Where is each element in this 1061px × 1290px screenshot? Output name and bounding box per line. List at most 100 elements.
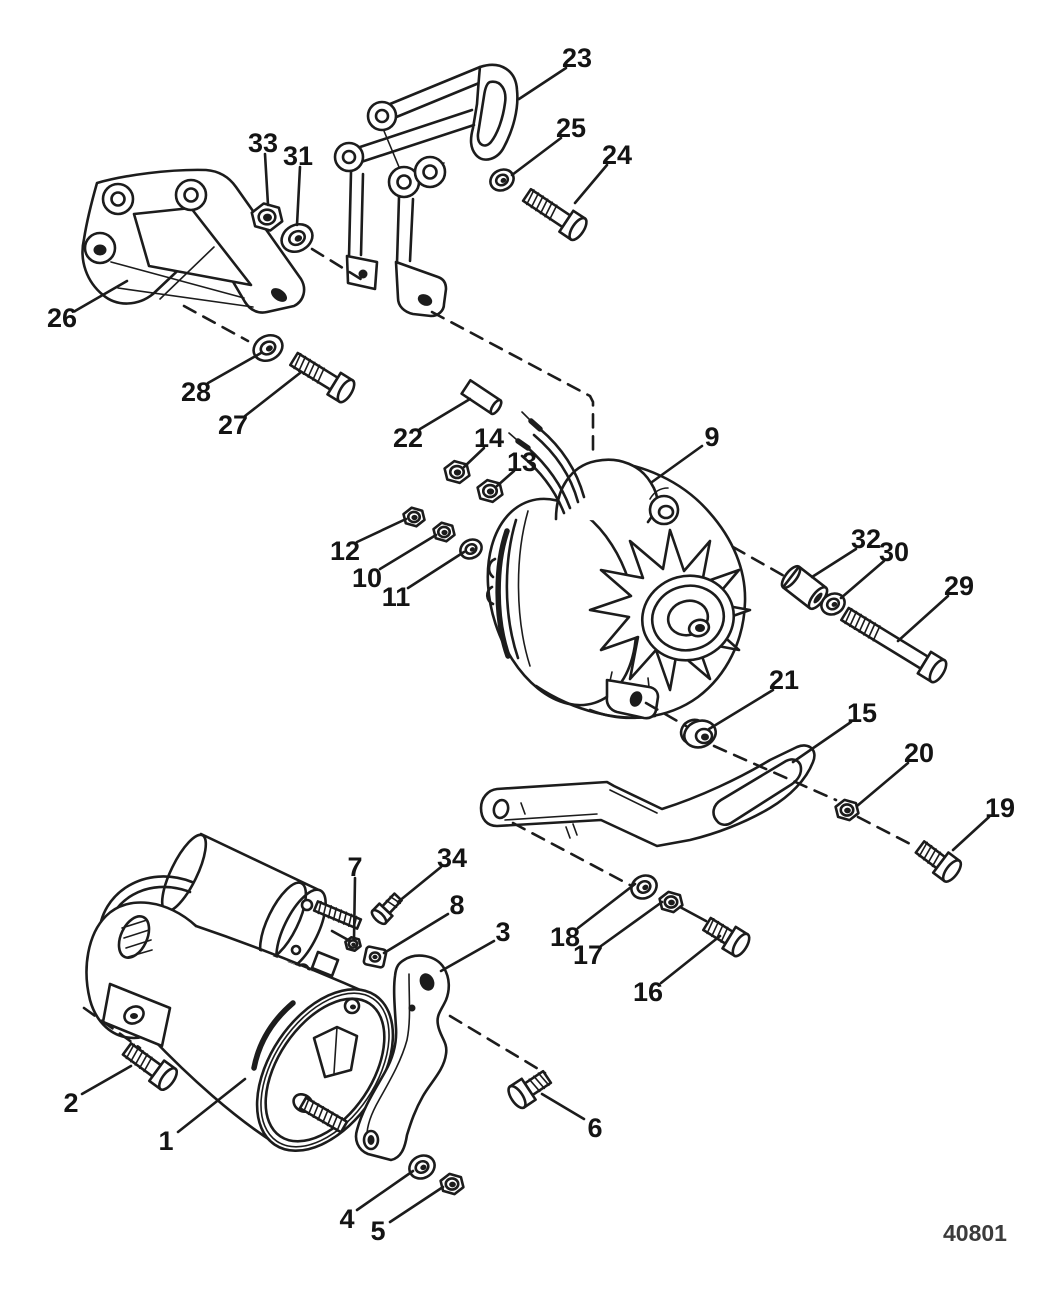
leader-line-12 bbox=[355, 517, 408, 544]
leader-line-16 bbox=[659, 934, 722, 985]
bracket-23-legs bbox=[347, 170, 415, 265]
brace-15-detail bbox=[504, 789, 658, 839]
leader-line-23 bbox=[517, 66, 568, 101]
callout-33: 33 bbox=[248, 128, 278, 158]
assembly-line-7 bbox=[856, 815, 918, 849]
bolt-29 bbox=[839, 606, 948, 684]
bolt-2 bbox=[121, 1042, 179, 1092]
assembly-line-5 bbox=[644, 701, 688, 728]
bracket-3-small-hole bbox=[408, 1004, 416, 1012]
starter-end-band bbox=[264, 997, 386, 1143]
leader-line-32 bbox=[810, 547, 858, 579]
callout-7: 7 bbox=[347, 852, 362, 882]
callout-14: 14 bbox=[474, 423, 504, 453]
washer-18 bbox=[630, 874, 658, 900]
callout-27: 27 bbox=[218, 410, 248, 440]
assembly-line-4 bbox=[731, 545, 788, 579]
alternator-rear-rib bbox=[517, 510, 531, 667]
starter-stud bbox=[298, 1096, 349, 1134]
callout-2: 2 bbox=[63, 1088, 78, 1118]
starter-face-shading bbox=[251, 1000, 296, 1071]
solenoid-terminal-base bbox=[300, 898, 314, 912]
starter-flange-hole-center bbox=[130, 1013, 138, 1019]
static-parts bbox=[81, 63, 816, 1162]
alternator-foot-link bbox=[609, 671, 650, 688]
leader-line-20 bbox=[855, 761, 910, 808]
alternator-wire bbox=[520, 446, 572, 515]
bracket-23-foot-hole bbox=[417, 294, 433, 306]
bracket-23-left-foot-hole bbox=[358, 269, 368, 279]
pulley-shaft-center bbox=[695, 624, 705, 632]
leader-line-6 bbox=[540, 1092, 586, 1121]
alternator-wire bbox=[532, 427, 586, 504]
drawing-number: 40801 bbox=[943, 1220, 1007, 1246]
starter-body-top-edge bbox=[194, 924, 376, 998]
alternator-boss-link bbox=[649, 487, 669, 500]
callout-5: 5 bbox=[370, 1216, 385, 1246]
solenoid-terminal-base bbox=[290, 944, 302, 956]
leader-line-31 bbox=[295, 165, 302, 227]
brace-15-hole bbox=[492, 798, 510, 820]
washer-28 bbox=[252, 333, 284, 363]
nut-12 bbox=[402, 506, 426, 528]
support-bracket-3 bbox=[354, 954, 451, 1162]
callout-28: 28 bbox=[181, 377, 211, 407]
bracket-23-boss-hole bbox=[374, 108, 390, 124]
leader-line-15 bbox=[791, 720, 853, 764]
leader-line-5 bbox=[388, 1185, 445, 1224]
callout-20: 20 bbox=[904, 738, 934, 768]
bracket-23-boss-hole bbox=[396, 174, 412, 190]
leader-line-33 bbox=[263, 152, 270, 207]
bracket-26-boss-hole bbox=[93, 244, 107, 256]
bracket-26-detail-lines bbox=[110, 246, 254, 308]
wire-terminal bbox=[528, 418, 543, 432]
fasteners bbox=[121, 168, 963, 1196]
starter-motor bbox=[85, 832, 395, 1153]
callout-26: 26 bbox=[47, 303, 77, 333]
bracket-23-rail bbox=[388, 65, 486, 120]
nut-20 bbox=[834, 798, 860, 822]
bracket-23-slot bbox=[476, 80, 507, 147]
washer-11 bbox=[459, 538, 483, 560]
alternator-bracket-23 bbox=[333, 63, 519, 318]
leader-line-28 bbox=[206, 351, 263, 385]
alternator-rear-rib bbox=[495, 528, 511, 659]
bracket-3-outline bbox=[354, 954, 451, 1162]
washer-4 bbox=[408, 1154, 436, 1180]
callout-16: 16 bbox=[633, 977, 663, 1007]
bracket-3-foot-hole-center bbox=[367, 1135, 375, 1145]
nut-10 bbox=[432, 521, 456, 543]
leader-line-26 bbox=[73, 279, 129, 313]
leader-line-11 bbox=[406, 550, 466, 590]
washer-31 bbox=[280, 222, 314, 254]
leader-line-3 bbox=[439, 939, 496, 973]
bracket-3-top-hole bbox=[419, 973, 435, 991]
bracket-26-boss-hole bbox=[110, 191, 126, 207]
starter-vent-edge bbox=[333, 1026, 338, 1074]
callout-32: 32 bbox=[851, 524, 881, 554]
solenoid-clip bbox=[310, 950, 340, 978]
assembly-line-3 bbox=[430, 310, 595, 454]
leader-line-7 bbox=[352, 876, 357, 942]
callout-34: 34 bbox=[437, 843, 467, 873]
starter-end-band bbox=[260, 992, 390, 1148]
leader-line-17 bbox=[599, 900, 664, 948]
assembly-line-9 bbox=[448, 1014, 547, 1075]
leader-line-2 bbox=[80, 1064, 133, 1096]
assembly-line-8 bbox=[511, 821, 632, 887]
callout-11: 11 bbox=[382, 582, 411, 612]
bracket-23-boss-hole bbox=[341, 149, 357, 165]
adjusting-brace-15 bbox=[479, 744, 816, 848]
callout-29: 29 bbox=[944, 571, 974, 601]
callout-23: 23 bbox=[562, 43, 592, 73]
callout-13: 13 bbox=[507, 447, 537, 477]
bolt-24 bbox=[521, 187, 588, 242]
callout-21: 21 bbox=[769, 665, 799, 695]
leader-line-29 bbox=[896, 594, 950, 643]
leader-line-27 bbox=[243, 371, 302, 418]
leader-line-4 bbox=[355, 1169, 415, 1212]
alternator-rear-lugs bbox=[485, 557, 497, 606]
bolt-16 bbox=[701, 916, 751, 958]
